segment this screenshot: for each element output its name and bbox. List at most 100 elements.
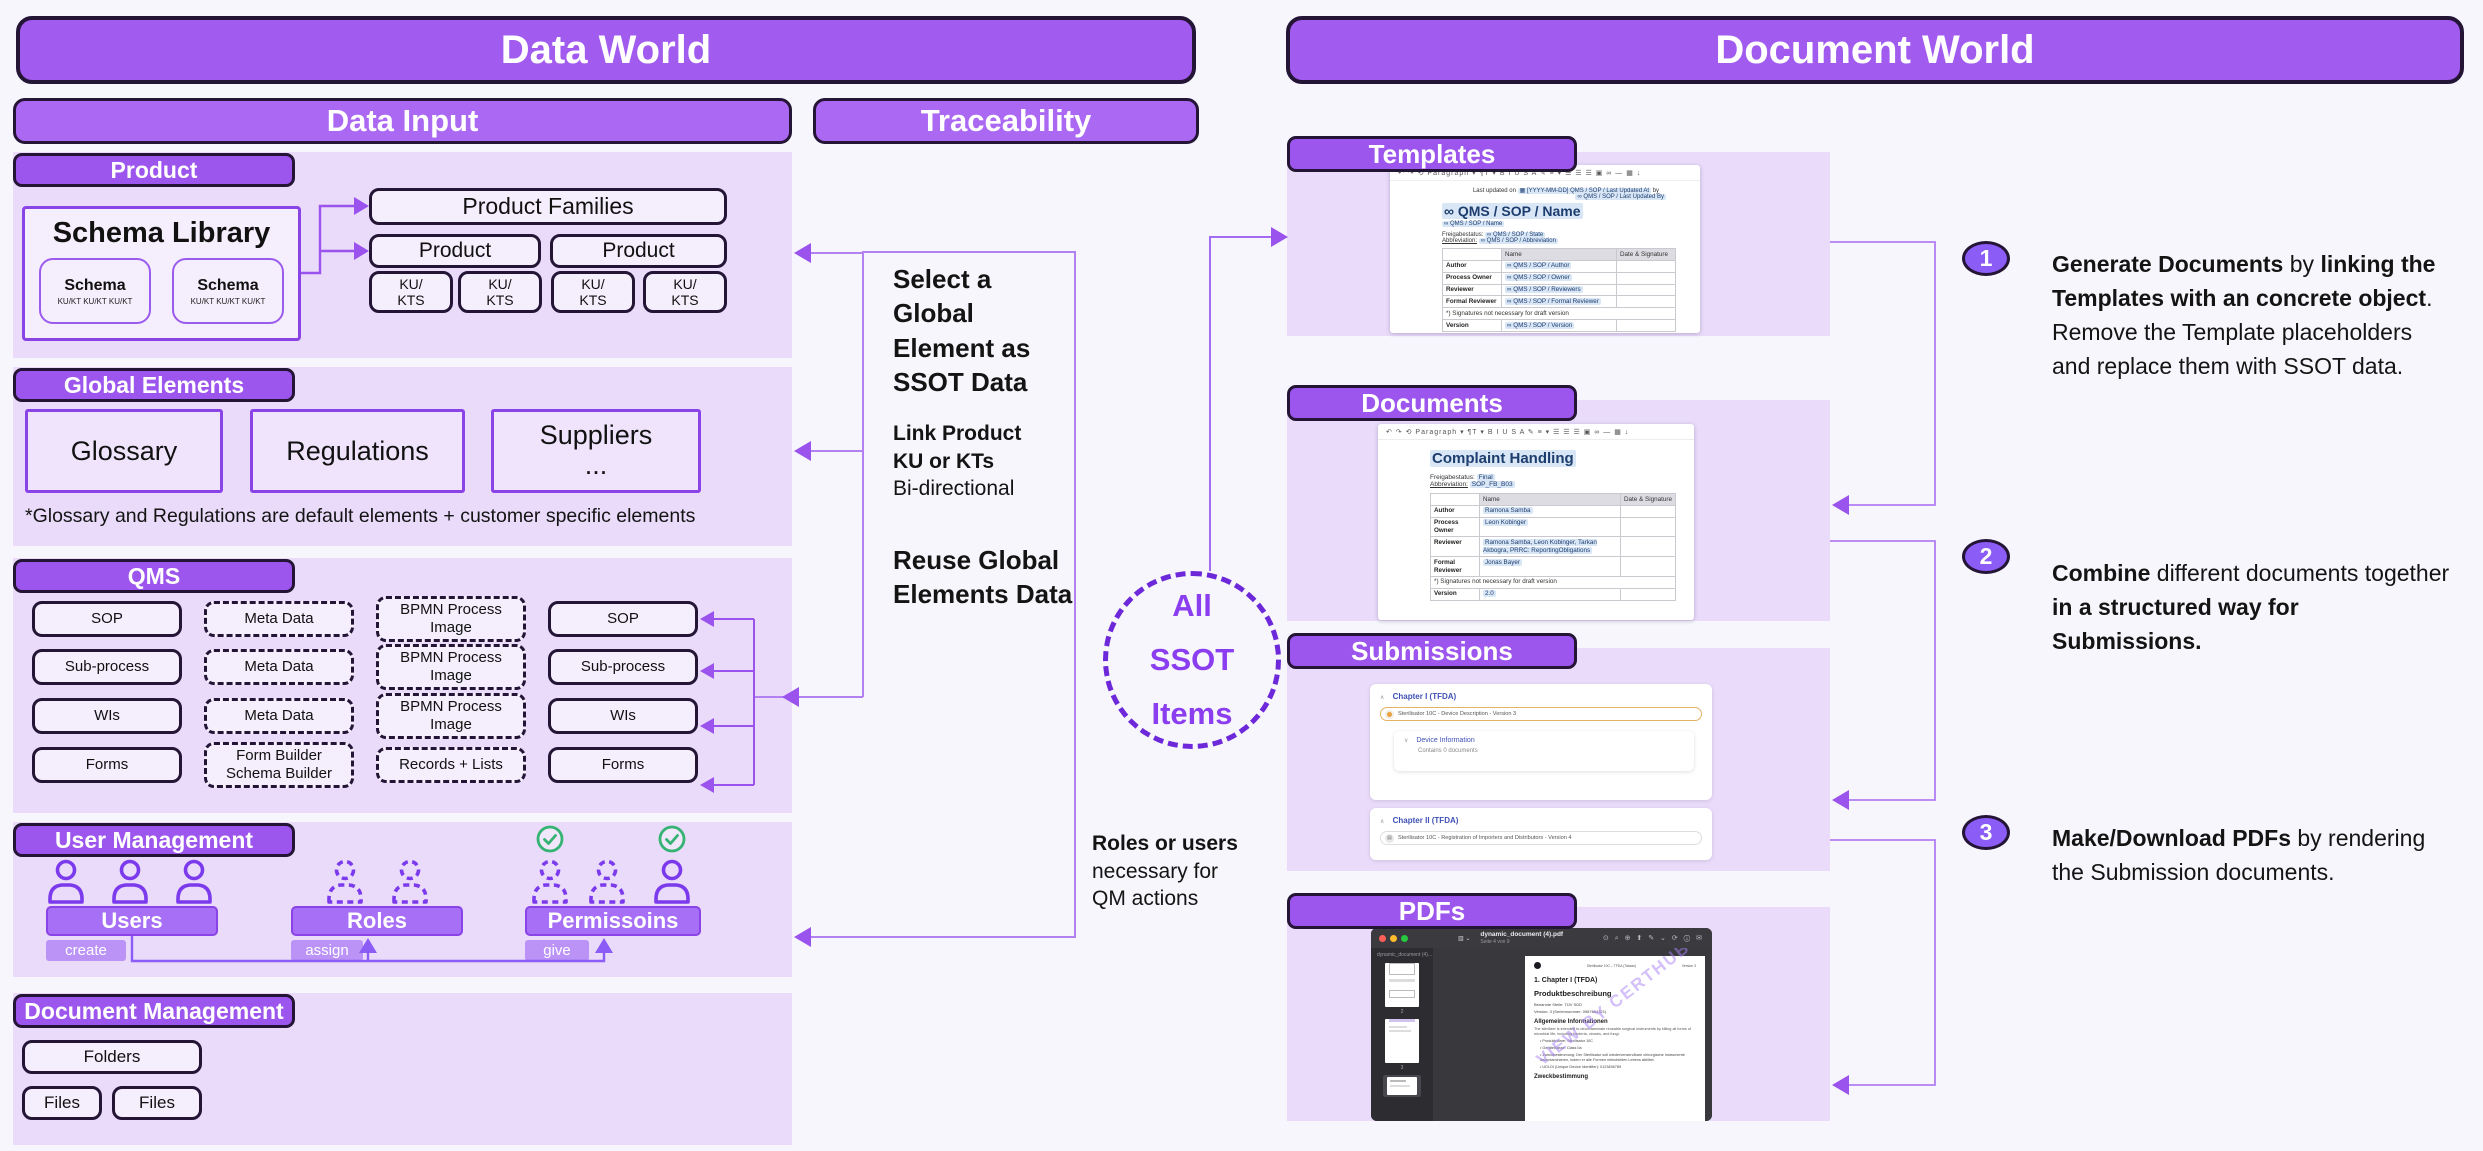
permissions-bar-label: Permissoins [547,908,679,933]
submissions-chapter1-card: ∧ Chapter I (TFDA) Sterilisator 10C - De… [1370,684,1712,800]
roles-users-note-regular: necessary for QM actions [1092,859,1219,911]
roles-bar-label: Roles [347,908,407,933]
ssot-to-templates-connector [1209,236,1272,571]
submission-row: ▤ Sterilisator 10C - Registration of Imp… [1380,831,1702,845]
maximize-icon [1401,934,1408,942]
templates-label-text: Templates [1368,138,1496,169]
product-families-label: Product Families [462,193,634,219]
roles-users-note-bold: Roles or users [1092,832,1238,855]
assign-tag: assign [291,940,363,961]
user-dashed-icon [323,858,367,904]
collapse-icon: ∧ [1380,695,1385,701]
arrow-left-icon [794,927,811,947]
check-icon [535,824,565,854]
freigabestatus-value: ∞ QMS / SOP / State [1485,232,1546,238]
ku-kts-box: KU/ KTS [551,271,635,313]
ssot-line: SSOT [1149,641,1235,677]
permissions-bar: Permissoins [525,906,701,936]
create-tag: create [46,940,126,961]
submissions-label-text: Submissions [1351,635,1513,666]
schema-library-title: Schema Library [52,217,271,249]
step-number: 3 [1979,819,1993,845]
submissions-label: Submissions [1287,633,1577,669]
qms-box: Sub-process [32,649,182,685]
abbreviation-value: SOP_FB_B03 [1469,481,1515,488]
step-text-segment: by rendering the Submission documents. [2052,825,2426,885]
arrow-right-icon [1271,227,1288,247]
logo-icon [1534,962,1541,969]
ku-kts-box: KU/ KTS [643,271,727,313]
step-3-text: Make/Download PDFs by rendering the Subm… [2052,821,2452,889]
qms-box: BPMN Process Image [376,693,526,739]
device-info-card: ∨ Device Information Contains 0 document… [1394,731,1694,771]
step-text-segment: different documents together [2150,560,2450,586]
step-2-badge: 2 [1962,539,2010,574]
pdf-viewer-area: VIEW BY CERTHUB Sterilisator 10C – TFDA … [1433,948,1712,1121]
qms-box: BPMN Process Image [376,644,526,690]
qms-box: WIs [548,698,698,734]
template-meta-line2: ∞ QMS / SOP / Last Updated By [1442,194,1690,200]
signature-table-row: Process Owner∞ QMS / SOP / Owner [1442,271,1676,285]
user-icon [44,858,88,904]
qms-box: BPMN Process Image [376,596,526,642]
folders-label: Folders [83,1047,141,1066]
step-number: 2 [1979,543,1993,569]
glossary-box: Glossary [25,409,223,493]
pdf-paragraph: The sterilizer is intended to decontamin… [1534,1027,1692,1037]
step-text-segment: Make/Download PDFs [2052,825,2291,851]
ssot-line: Items [1151,696,1233,732]
arrow-left-icon [794,441,811,461]
documents-label: Documents [1287,385,1577,421]
file-icon: ▤ [1387,835,1392,841]
schema-chip-title: Schema [64,276,126,294]
submission-row: Sterilisator 10C - Device Description - … [1380,707,1702,721]
regulations-label: Regulations [286,435,429,466]
arrow-left-icon [1832,495,1849,515]
product-label-text: Product [110,156,198,183]
check-icon [657,824,687,854]
meta-pre: Last updated on [1472,188,1516,194]
ssot-circle: All SSOT Items [1103,571,1281,749]
product-box: Product [369,234,541,268]
freigabestatus-value: Final [1476,474,1495,481]
user-icon [172,858,216,904]
data-input-label: Data Input [326,103,479,138]
signature-table-row: Author∞ QMS / SOP / Author [1442,259,1676,273]
freigabestatus-line: Freigabestatus: Final [1430,474,1684,481]
chapter1-row: ∧ Chapter I (TFDA) [1380,692,1702,701]
doc-badge: ▤ [1385,833,1394,843]
files-label: Files [44,1093,80,1112]
suppliers-box: Suppliers ... [491,409,701,493]
signature-table-row: Formal Reviewer∞ QMS / SOP / Formal Revi… [1442,295,1676,309]
pdf-thumbnail [1385,1019,1419,1063]
qms-box: SOP [32,601,182,637]
step-text-segment: linking the Templates with an concrete o… [2052,251,2436,311]
templates-label: Templates [1287,136,1577,172]
editor-toolbar: ↶ ↷ ⟲ Paragraph ▾ ¶T ▾ B I U S A ✎ ≡ ▾ ☰… [1390,165,1700,181]
pdf-h2: Produktbeschreibung [1534,989,1612,998]
suppliers-label: Suppliers ... [539,420,653,480]
regulations-box: Regulations [250,409,465,493]
pdf-meta2: Version: 3 (Seriennummer: 0987654321) [1534,1009,1607,1014]
data-input-header: Data Input [13,98,792,144]
thumb-number: 2 [1400,1009,1404,1015]
user-icon [108,858,152,904]
close-icon [1379,934,1386,942]
arrow-left-icon [1832,1075,1849,1095]
qms-label: QMS [13,559,295,593]
chapter2-link: Chapter II (TFDA) [1392,816,1459,825]
template-title: ∞ QMS / SOP / Name [1442,203,1690,219]
meta-mid: by [1652,188,1660,194]
link-product-note-regular: Bi-directional [893,477,1015,501]
document-world-title: Document World [1715,27,2035,72]
pdf-sidebar: dynamic_document (4)... 2 3 [1371,948,1433,1121]
step-1-text: Generate Documents by linking the Templa… [2052,247,2452,383]
document-title: Complaint Handling [1430,450,1684,467]
reuse-global-note: Reuse Global Elements Data [893,545,1073,610]
step-3-badge: 3 [1962,815,2010,850]
documents-screenshot: ↶ ↷ ⟲ Paragraph ▾ ¶T ▾ B I U S A ✎ ≡ ▾ ☰… [1378,424,1694,620]
step-text-segment: Generate Documents [2052,251,2284,277]
qms-box: Form Builder Schema Builder [204,742,354,788]
product-box-label: Product [602,239,675,262]
